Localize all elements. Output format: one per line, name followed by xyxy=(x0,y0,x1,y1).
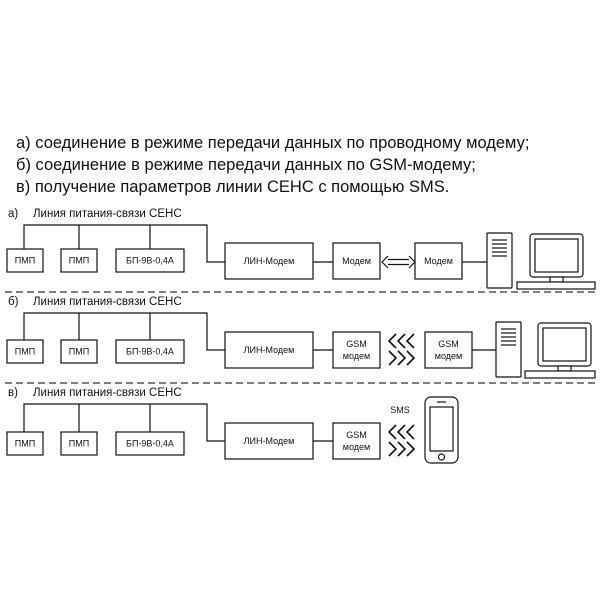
section-c-gsm-modem xyxy=(332,422,381,460)
section-a-computer-icon xyxy=(486,232,596,290)
section-c-sms-label: SMS xyxy=(390,405,410,415)
section-a-device-1-label: ПМП xyxy=(15,256,35,266)
section-b-bus-label: Линия питания-связи СЕНС xyxy=(33,296,182,308)
caption-b: б) соединение в режиме передачи данных п… xyxy=(16,156,476,174)
section-a-modem-right xyxy=(414,242,463,280)
section-a-modem-left xyxy=(332,242,381,280)
section-b: б) Линия питания-связи СЕНС ПМП ПМП БП-9… xyxy=(6,296,596,379)
section-b-gsm-modem-right xyxy=(424,331,473,369)
section-a-modem-left-label: Модем xyxy=(342,256,371,266)
section-b-power-unit xyxy=(115,339,185,364)
section-a-device-2-label: ПМП xyxy=(69,256,89,266)
section-c: в) Линия питания-связи СЕНС ПМП ПМП БП-9… xyxy=(6,387,459,464)
section-b-device-2 xyxy=(60,339,98,364)
section-a-power-unit-label: БП-9В-0,4А xyxy=(126,256,174,266)
section-b-gsm-right-line1: GSM xyxy=(438,339,459,349)
section-a-label: а) xyxy=(8,208,18,220)
section-c-smartphone-icon xyxy=(424,396,459,464)
section-a-bus-line xyxy=(23,224,225,263)
section-c-lin-modem xyxy=(224,422,314,460)
section-c-device-1-label: ПМП xyxy=(15,439,35,449)
section-c-gsm-line2: модем xyxy=(343,442,370,452)
section-a: а) Линия питания-связи СЕНС ПМП ПМП БП-9… xyxy=(6,208,596,290)
section-c-power-unit-label: БП-9В-0,4А xyxy=(126,439,174,449)
section-b-gsm-left-line1: GSM xyxy=(346,339,367,349)
section-b-power-unit-label: БП-9В-0,4А xyxy=(126,347,174,357)
caption-a: а) соединение в режиме передачи данных п… xyxy=(16,134,530,152)
section-b-device-2-label: ПМП xyxy=(69,347,89,357)
section-c-label: в) xyxy=(8,387,18,399)
section-b-lin-modem-label: ЛИН-Модем xyxy=(244,345,295,355)
captions: а) соединение в режиме передачи данных п… xyxy=(16,132,586,198)
section-b-gsm-right-line2: модем xyxy=(435,351,462,361)
section-c-wireless-icon xyxy=(387,424,416,457)
section-a-power-unit xyxy=(115,248,185,273)
section-b-computer-icon xyxy=(495,321,596,379)
section-c-bus-label: Линия питания-связи СЕНС xyxy=(33,387,182,399)
section-c-bus-line xyxy=(23,403,225,442)
section-a-device-2 xyxy=(60,248,98,273)
section-c-power-unit xyxy=(115,431,185,456)
section-c-device-2-label: ПМП xyxy=(69,439,89,449)
section-c-gsm-line1: GSM xyxy=(346,430,367,440)
caption-c: в) получение параметров линии СЕНС с пом… xyxy=(16,178,450,196)
section-a-double-arrow xyxy=(381,255,416,269)
section-b-device-1 xyxy=(6,339,44,364)
section-a-lin-modem-label: ЛИН-Модем xyxy=(244,256,295,266)
section-a-device-1 xyxy=(6,248,44,273)
section-b-wireless-icon xyxy=(387,333,416,366)
section-c-device-1 xyxy=(6,431,44,456)
section-a-bus-label: Линия питания-связи СЕНС xyxy=(33,208,182,220)
section-b-gsm-modem-left xyxy=(332,331,381,369)
section-b-device-1-label: ПМП xyxy=(15,347,35,357)
section-b-gsm-left-line2: модем xyxy=(343,351,370,361)
section-c-lin-modem-label: ЛИН-Модем xyxy=(244,436,295,446)
section-b-label: б) xyxy=(8,296,19,308)
section-a-modem-right-label: Модем xyxy=(424,256,453,266)
section-a-lin-modem xyxy=(224,242,314,280)
section-c-device-2 xyxy=(60,431,98,456)
section-b-bus-line xyxy=(23,312,225,351)
